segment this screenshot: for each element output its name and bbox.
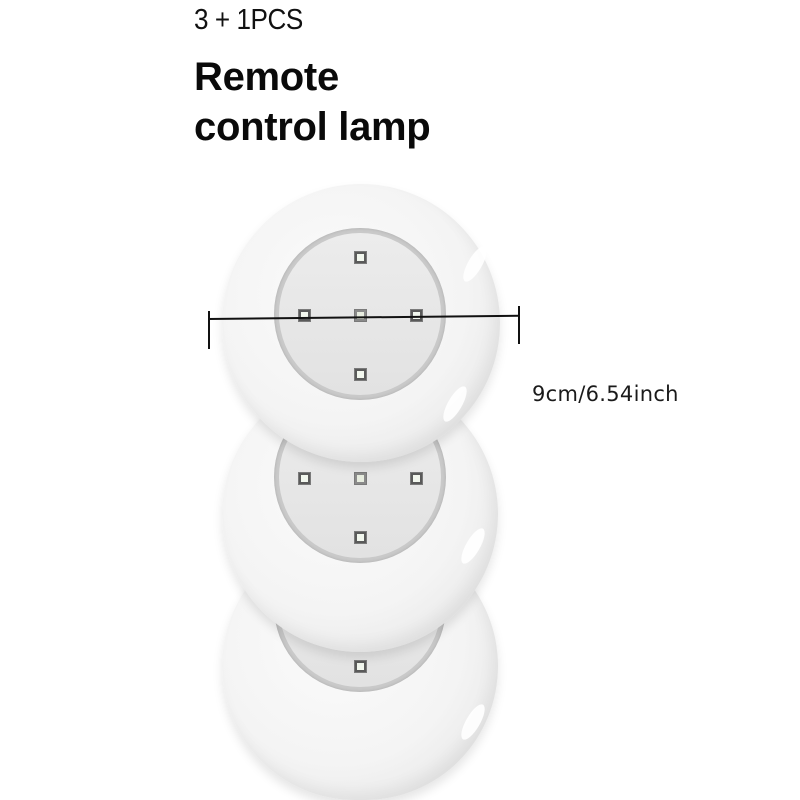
title-line-2: control lamp bbox=[194, 105, 431, 149]
lens bbox=[279, 233, 441, 395]
dimension-cap-left bbox=[208, 311, 210, 349]
gloss-highlight bbox=[458, 243, 492, 285]
led-left-icon bbox=[298, 472, 311, 485]
lens-ring bbox=[274, 228, 446, 400]
led-center-icon bbox=[354, 472, 367, 485]
led-bottom-icon bbox=[354, 660, 367, 673]
led-bottom-icon bbox=[354, 531, 367, 544]
lamp-top bbox=[222, 184, 500, 462]
led-left-icon bbox=[298, 309, 311, 322]
led-bottom-icon bbox=[354, 368, 367, 381]
gloss-highlight bbox=[456, 525, 490, 567]
dimension-label: 9cm/6.54inch bbox=[532, 382, 679, 406]
title-line-1: Remote bbox=[194, 55, 339, 99]
dimension-cap-right bbox=[518, 306, 520, 344]
gloss-highlight bbox=[438, 383, 472, 425]
led-right-icon bbox=[410, 472, 423, 485]
product-title: Remote control lamp bbox=[194, 52, 431, 152]
gloss-highlight bbox=[456, 701, 490, 743]
led-top-icon bbox=[354, 251, 367, 264]
quantity-label: 3 + 1PCS bbox=[194, 4, 303, 36]
